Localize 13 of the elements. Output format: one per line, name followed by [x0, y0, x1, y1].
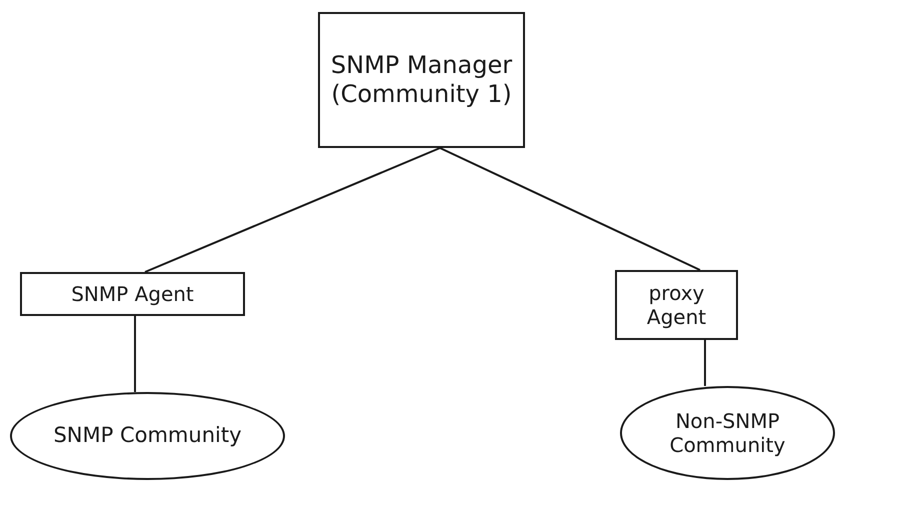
node-label: (Community 1): [331, 80, 512, 109]
connector-line: [704, 340, 706, 386]
node-label: Non-SNMP Community: [668, 409, 786, 457]
agent-box: [20, 272, 245, 316]
agent-box: [615, 270, 738, 340]
connector-line: [134, 316, 136, 392]
connector-line: [144, 147, 440, 273]
node-label: SNMP Manager: [330, 51, 512, 80]
node-label: SNMP Community: [53, 423, 242, 449]
agent-box: [318, 12, 525, 148]
node-label: SNMP Agent: [71, 282, 194, 306]
node-label: proxy Agent: [646, 281, 708, 329]
connector-line: [440, 147, 700, 271]
